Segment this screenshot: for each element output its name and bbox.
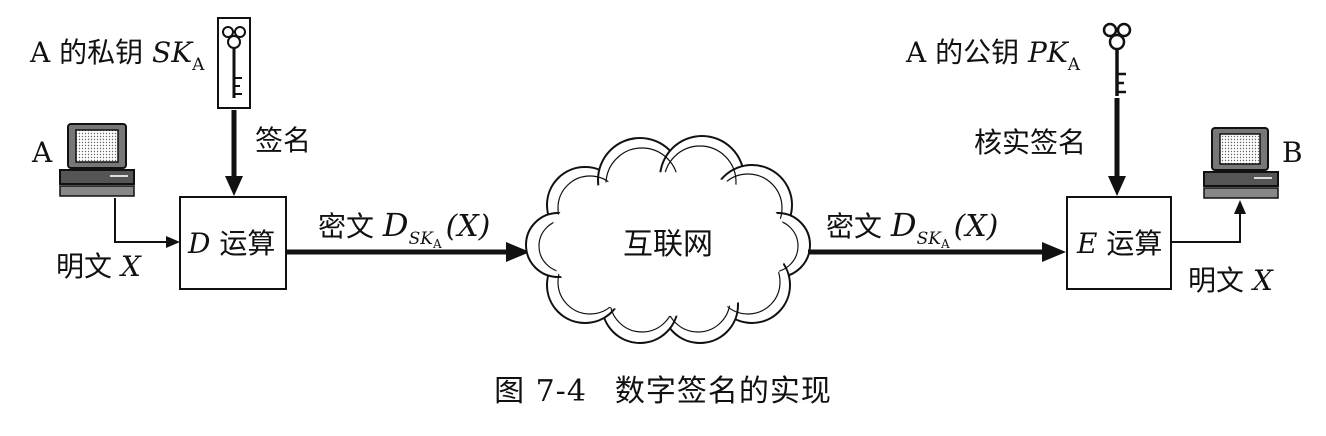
figure-number: 图 7-4 [494, 374, 587, 409]
figure-caption: 图 7-4 数字签名的实现 [0, 366, 1326, 410]
cipher-left-arrowhead [506, 242, 530, 262]
cipher-right-arrowhead [1042, 242, 1066, 262]
private-key-icon [217, 17, 251, 109]
verify-label: 核实签名 [974, 126, 1086, 159]
plaintext-in-label: 明文 X [56, 250, 142, 283]
receiver-key-label: A 的公钥 PKA [905, 36, 1081, 75]
e-operation-box: E 运算 [1066, 196, 1172, 290]
svg-text:E 运算: E 运算 [1076, 227, 1162, 260]
public-key-icon [1102, 22, 1132, 96]
plaintext-out-arrowhead [1234, 200, 1246, 214]
sign-arrowhead [225, 176, 243, 196]
plaintext-in-arrowhead [166, 236, 180, 248]
sender-computer-icon [59, 123, 135, 197]
svg-text:D 运算: D 运算 [187, 227, 275, 260]
cipher-left-label: 密文 DSKA(X) [318, 206, 490, 251]
plaintext-out-label: 明文 X [1188, 264, 1274, 297]
sender-label: A [31, 136, 53, 169]
verify-arrowhead [1108, 176, 1126, 196]
d-operation-box: D 运算 [179, 196, 287, 290]
sender-key-label: A 的私钥 SKA [29, 36, 205, 75]
figure-title: 数字签名的实现 [614, 374, 832, 409]
cipher-right-label: 密文 DSKA(X) [826, 206, 998, 251]
receiver-label: B [1282, 136, 1303, 169]
plaintext-in-line [114, 198, 168, 243]
receiver-computer-icon [1203, 127, 1279, 199]
internet-cloud: 互联网 [525, 135, 811, 344]
plaintext-out-line [1172, 212, 1241, 243]
sign-label: 签名 [255, 124, 311, 157]
cloud-label: 互联网 [623, 227, 713, 262]
